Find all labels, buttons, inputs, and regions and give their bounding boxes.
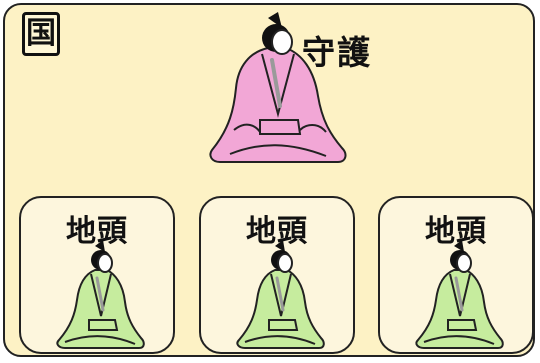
jito-label-1: 地頭 [66, 214, 128, 249]
shugo-label: 守護 [302, 33, 372, 72]
shugo-figure [209, 12, 347, 163]
jito-figure-2 [236, 240, 325, 349]
province-label: 国 [26, 16, 56, 51]
province-badge: 国 [22, 12, 60, 56]
jito-label-2: 地頭 [246, 214, 308, 249]
jito-figure-3 [415, 240, 504, 349]
jito-box-2: 地頭 [199, 196, 355, 354]
shugo-robe [209, 47, 347, 163]
shugo-head [262, 12, 293, 55]
jito-box-1: 地頭 [19, 196, 175, 354]
jito-figure-1 [56, 240, 145, 349]
jito-label-3: 地頭 [425, 214, 487, 249]
jito-box-3: 地頭 [378, 196, 534, 354]
